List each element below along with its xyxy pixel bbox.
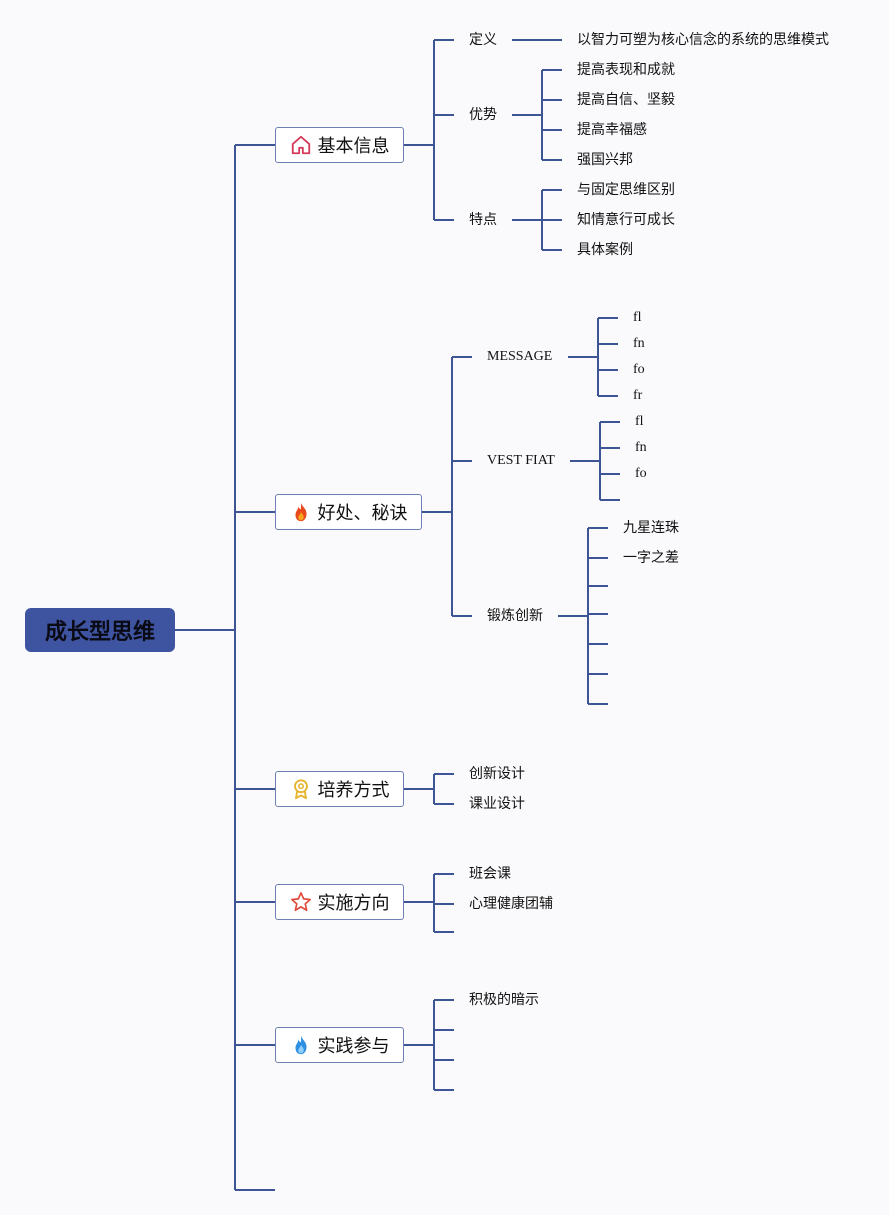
- node-vest-item[interactable]: fo: [635, 466, 647, 481]
- node-message-item[interactable]: fo: [633, 362, 645, 377]
- node-implement-item[interactable]: 心理健康团辅: [469, 896, 553, 912]
- node-message-item[interactable]: fr: [633, 388, 643, 403]
- node-feature-item[interactable]: 具体案例: [577, 242, 633, 258]
- node-message-item[interactable]: fl: [633, 310, 642, 325]
- node-message[interactable]: MESSAGE: [487, 349, 553, 364]
- star-icon: [290, 892, 311, 912]
- house-icon: [291, 135, 310, 155]
- node-vest-fiat[interactable]: VEST FIAT: [487, 453, 555, 468]
- branch-label: 基本信息: [317, 136, 390, 157]
- node-definition[interactable]: 定义: [469, 32, 497, 48]
- node-message-item[interactable]: fn: [633, 336, 645, 351]
- node-vest-item[interactable]: fn: [635, 440, 647, 455]
- branch-label: 实施方向: [317, 893, 390, 914]
- branch-practice[interactable]: 实践参与: [275, 1027, 404, 1063]
- branch-label: 好处、秘诀: [317, 503, 408, 524]
- node-practice-item[interactable]: 积极的暗示: [469, 992, 539, 1008]
- node-advantage-item[interactable]: 提高表现和成就: [577, 62, 675, 78]
- flame-icon: [295, 502, 306, 522]
- branch-label: 实践参与: [317, 1036, 390, 1057]
- branch-label: 培养方式: [317, 780, 390, 801]
- branch-implement[interactable]: 实施方向: [275, 884, 404, 920]
- node-train-item[interactable]: 一字之差: [623, 550, 679, 566]
- node-feature-item[interactable]: 知情意行可成长: [577, 212, 675, 228]
- node-advantage-item[interactable]: 强国兴邦: [577, 152, 633, 168]
- node-implement-item[interactable]: 班会课: [469, 866, 511, 882]
- water-flame-icon: [295, 1035, 306, 1055]
- branch-cultivate[interactable]: 培养方式: [275, 771, 404, 807]
- node-train-innovation[interactable]: 锻炼创新: [487, 608, 543, 624]
- root-node[interactable]: 成长型思维: [25, 608, 175, 652]
- node-advantage-item[interactable]: 提高自信、坚毅: [577, 92, 675, 108]
- node-advantages[interactable]: 优势: [469, 107, 497, 123]
- node-advantage-item[interactable]: 提高幸福感: [577, 122, 647, 138]
- node-cultivate-item[interactable]: 创新设计: [469, 766, 525, 782]
- node-features[interactable]: 特点: [469, 212, 497, 228]
- node-feature-item[interactable]: 与固定思维区别: [577, 182, 675, 198]
- branch-benefits[interactable]: 好处、秘诀: [275, 494, 422, 530]
- medal-icon: [293, 779, 308, 800]
- node-vest-item[interactable]: fl: [635, 414, 644, 429]
- node-definition-text[interactable]: 以智力可塑为核心信念的系统的思维模式: [577, 32, 829, 48]
- branch-basic-info[interactable]: 基本信息: [275, 127, 404, 163]
- node-cultivate-item[interactable]: 课业设计: [469, 796, 525, 812]
- node-train-item[interactable]: 九星连珠: [623, 520, 679, 536]
